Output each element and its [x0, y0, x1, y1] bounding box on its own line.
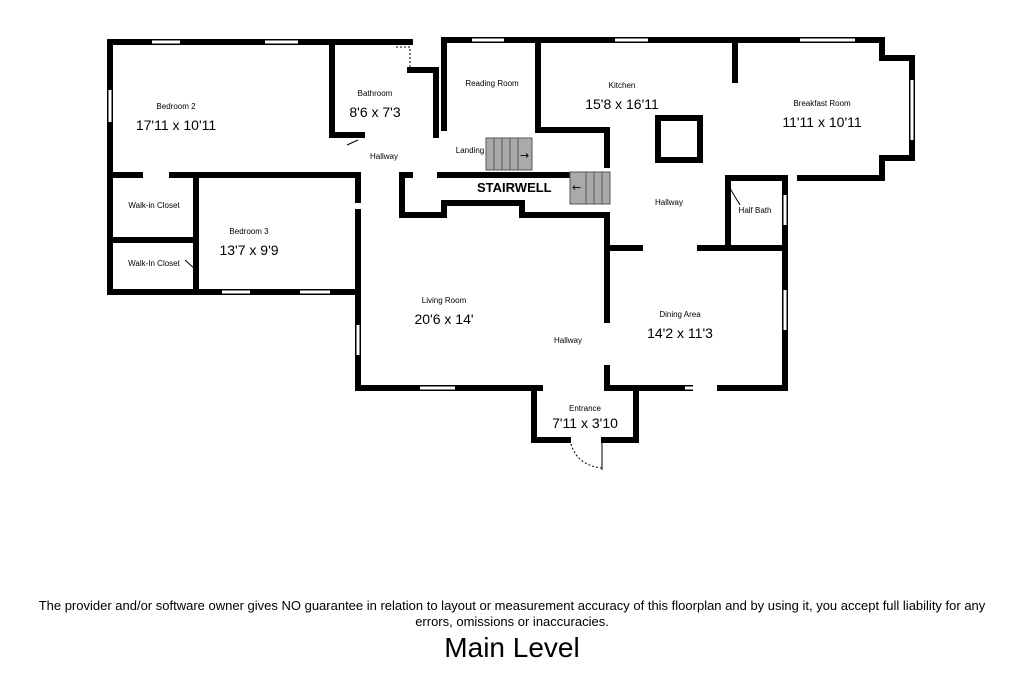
doors [184, 46, 741, 470]
room-name: Reading Room [465, 79, 519, 88]
room-name: Half Bath [738, 206, 772, 215]
room-name: Hallway [553, 336, 583, 345]
room-hallway-bottom: Hallway [554, 336, 582, 345]
room-name: Hallway [654, 198, 684, 207]
room-dimensions: 15'8 x 16'11 [585, 96, 659, 112]
room-reading-room: Reading Room [465, 79, 518, 88]
room-landing: Landing [456, 146, 484, 155]
room-dining-area: Dining Area 14'2 x 11'3 [647, 310, 713, 341]
room-entrance: Entrance 7'11 x 3'10 [552, 404, 618, 431]
room-dimensions: 17'11 x 10'11 [135, 117, 217, 133]
room-name: Dining Area [659, 310, 701, 319]
room-walkin-closet-2: Walk-In Closet [128, 259, 180, 268]
room-hallway-left: Hallway [370, 152, 398, 161]
room-breakfast-room: Breakfast Room 11'11 x 10'11 [782, 99, 861, 130]
disclaimer-text: The provider and/or software owner gives… [38, 598, 986, 629]
room-bedroom3: Bedroom 3 13'7 x 9'9 [219, 227, 278, 258]
stairs-down [569, 171, 611, 205]
stairs-up [485, 137, 533, 171]
room-name: Bathroom [357, 89, 393, 98]
room-name: Entrance [568, 404, 602, 413]
room-name: Hallway [369, 152, 399, 161]
room-dimensions: 11'11 x 10'11 [782, 114, 862, 130]
room-name: Walk-In Closet [128, 259, 180, 268]
room-name: Living Room [421, 296, 467, 305]
room-kitchen: Kitchen 15'8 x 16'11 [585, 81, 659, 112]
stairs-up-arrow: → [520, 149, 529, 162]
room-half-bath: Half Bath [739, 206, 772, 215]
room-walkin-closet-1: Walk-in Closet [128, 201, 179, 210]
room-dimensions: 13'7 x 9'9 [219, 242, 279, 258]
windows [108, 38, 914, 390]
room-name: Breakfast Room [793, 99, 851, 108]
kitchen-island [655, 115, 703, 163]
room-name: Landing [455, 146, 485, 155]
room-living-room: Living Room 20'6 x 14' [414, 296, 473, 327]
room-dimensions: 8'6 x 7'3 [349, 104, 401, 120]
room-bathroom: Bathroom 8'6 x 7'3 [349, 89, 400, 120]
room-name: Bedroom 3 [229, 227, 269, 236]
room-dimensions: 14'2 x 11'3 [647, 325, 713, 341]
floor-plan: → ← [107, 37, 915, 470]
level-title: Main Level [444, 632, 580, 663]
room-bedroom2: Bedroom 2 17'11 x 10'11 [136, 102, 216, 133]
room-name: Kitchen [608, 81, 636, 90]
room-name: Walk-in Closet [128, 201, 180, 210]
room-dimensions: 20'6 x 14' [414, 311, 474, 327]
stairwell-label: STAIRWELL [477, 180, 552, 195]
room-name: Bedroom 2 [156, 102, 196, 111]
stairs-down-arrow: ← [572, 181, 581, 194]
room-hallway-center: Hallway [655, 198, 683, 207]
room-dimensions: 7'11 x 3'10 [552, 415, 618, 431]
